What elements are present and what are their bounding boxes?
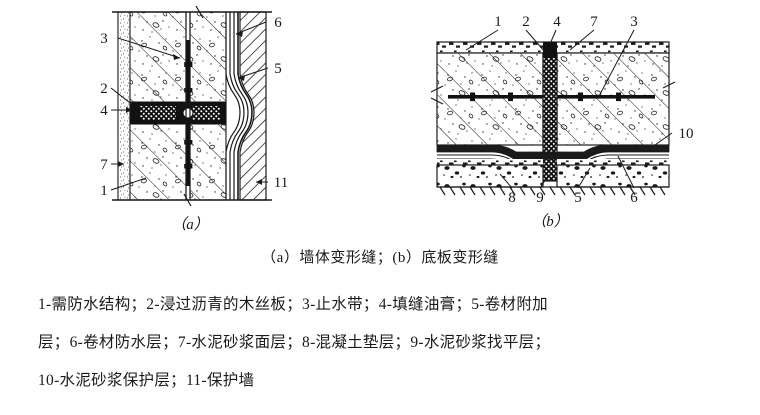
diagram-a-break-tick-top bbox=[195, 5, 204, 19]
label-b-7: 7 bbox=[590, 14, 598, 30]
diagram-b-break-tick-left bbox=[430, 85, 444, 105]
diagram-a-leader-arrows-left bbox=[118, 54, 180, 167]
label-b-4: 4 bbox=[553, 14, 561, 30]
diagram-a-joint-sealant-band bbox=[129, 101, 227, 125]
legend-line-2: 层；6-卷材防水层；7-水泥砂浆面层；8-混凝土垫层；9-水泥砂浆找平层； bbox=[38, 334, 551, 351]
technical-drawing-svg: 3 2 4 7 1 6 5 11 （a） bbox=[100, 5, 694, 233]
label-b-10: 10 bbox=[679, 126, 694, 142]
label-a-2: 2 bbox=[100, 81, 108, 97]
label-a-11: 11 bbox=[274, 175, 288, 191]
label-b-2: 2 bbox=[522, 14, 530, 30]
diagram-b-leaders-top bbox=[465, 29, 635, 99]
legend-line-1: 1-需防水结构；2-浸过沥青的木丝板；3-止水带；4-填缝油膏；5-卷材附加 bbox=[38, 296, 548, 313]
diagram-b-leaders-right bbox=[654, 132, 673, 146]
label-b-6: 6 bbox=[630, 190, 638, 206]
diagram-a: 3 2 4 7 1 6 5 11 （a） bbox=[100, 5, 288, 233]
label-b-8: 8 bbox=[508, 190, 516, 206]
label-b-5: 5 bbox=[574, 190, 582, 206]
diagram-b-wood-wool-board bbox=[542, 52, 558, 182]
label-a-1: 1 bbox=[100, 183, 108, 199]
diagram-b-ground-hatch bbox=[437, 186, 669, 196]
diagram-b-break-tick-right bbox=[662, 81, 676, 89]
diagram-b: 1 2 4 7 3 8 9 5 6 10 （b） bbox=[430, 14, 694, 230]
subcaption-b: （b） bbox=[531, 213, 569, 230]
diagram-b-concrete-cushion bbox=[436, 164, 670, 188]
diagram-b-joint-sealant-plug bbox=[543, 42, 557, 58]
figure-caption: （a）墙体变形缝；(b）底板变形缝 bbox=[261, 250, 499, 266]
label-a-6: 6 bbox=[274, 15, 282, 31]
diagram-a-break-tick-bottom bbox=[183, 193, 192, 207]
diagram-b-leaders-bottom bbox=[499, 155, 635, 189]
legend-line-3: 10-水泥砂浆保护层；11-保护墙 bbox=[38, 372, 255, 389]
label-a-7: 7 bbox=[100, 157, 108, 173]
label-a-3: 3 bbox=[100, 31, 108, 47]
label-a-5: 5 bbox=[274, 61, 282, 77]
label-b-3: 3 bbox=[630, 14, 638, 30]
diagram-a-protective-wall bbox=[239, 11, 267, 201]
diagram-a-leader-arrows-right bbox=[236, 31, 262, 185]
label-b-1: 1 bbox=[494, 14, 502, 30]
diagram-a-membrane-layers bbox=[225, 12, 253, 200]
diagram-b-concrete-structure bbox=[436, 52, 670, 146]
label-a-4: 4 bbox=[100, 103, 108, 119]
diagram-a-wood-wool-board bbox=[185, 12, 191, 200]
label-b-9: 9 bbox=[536, 190, 544, 206]
diagram-a-waterstop bbox=[184, 40, 193, 186]
figure-area: 3 2 4 7 1 6 5 11 （a） bbox=[100, 5, 694, 233]
subcaption-a: （a） bbox=[171, 216, 209, 233]
